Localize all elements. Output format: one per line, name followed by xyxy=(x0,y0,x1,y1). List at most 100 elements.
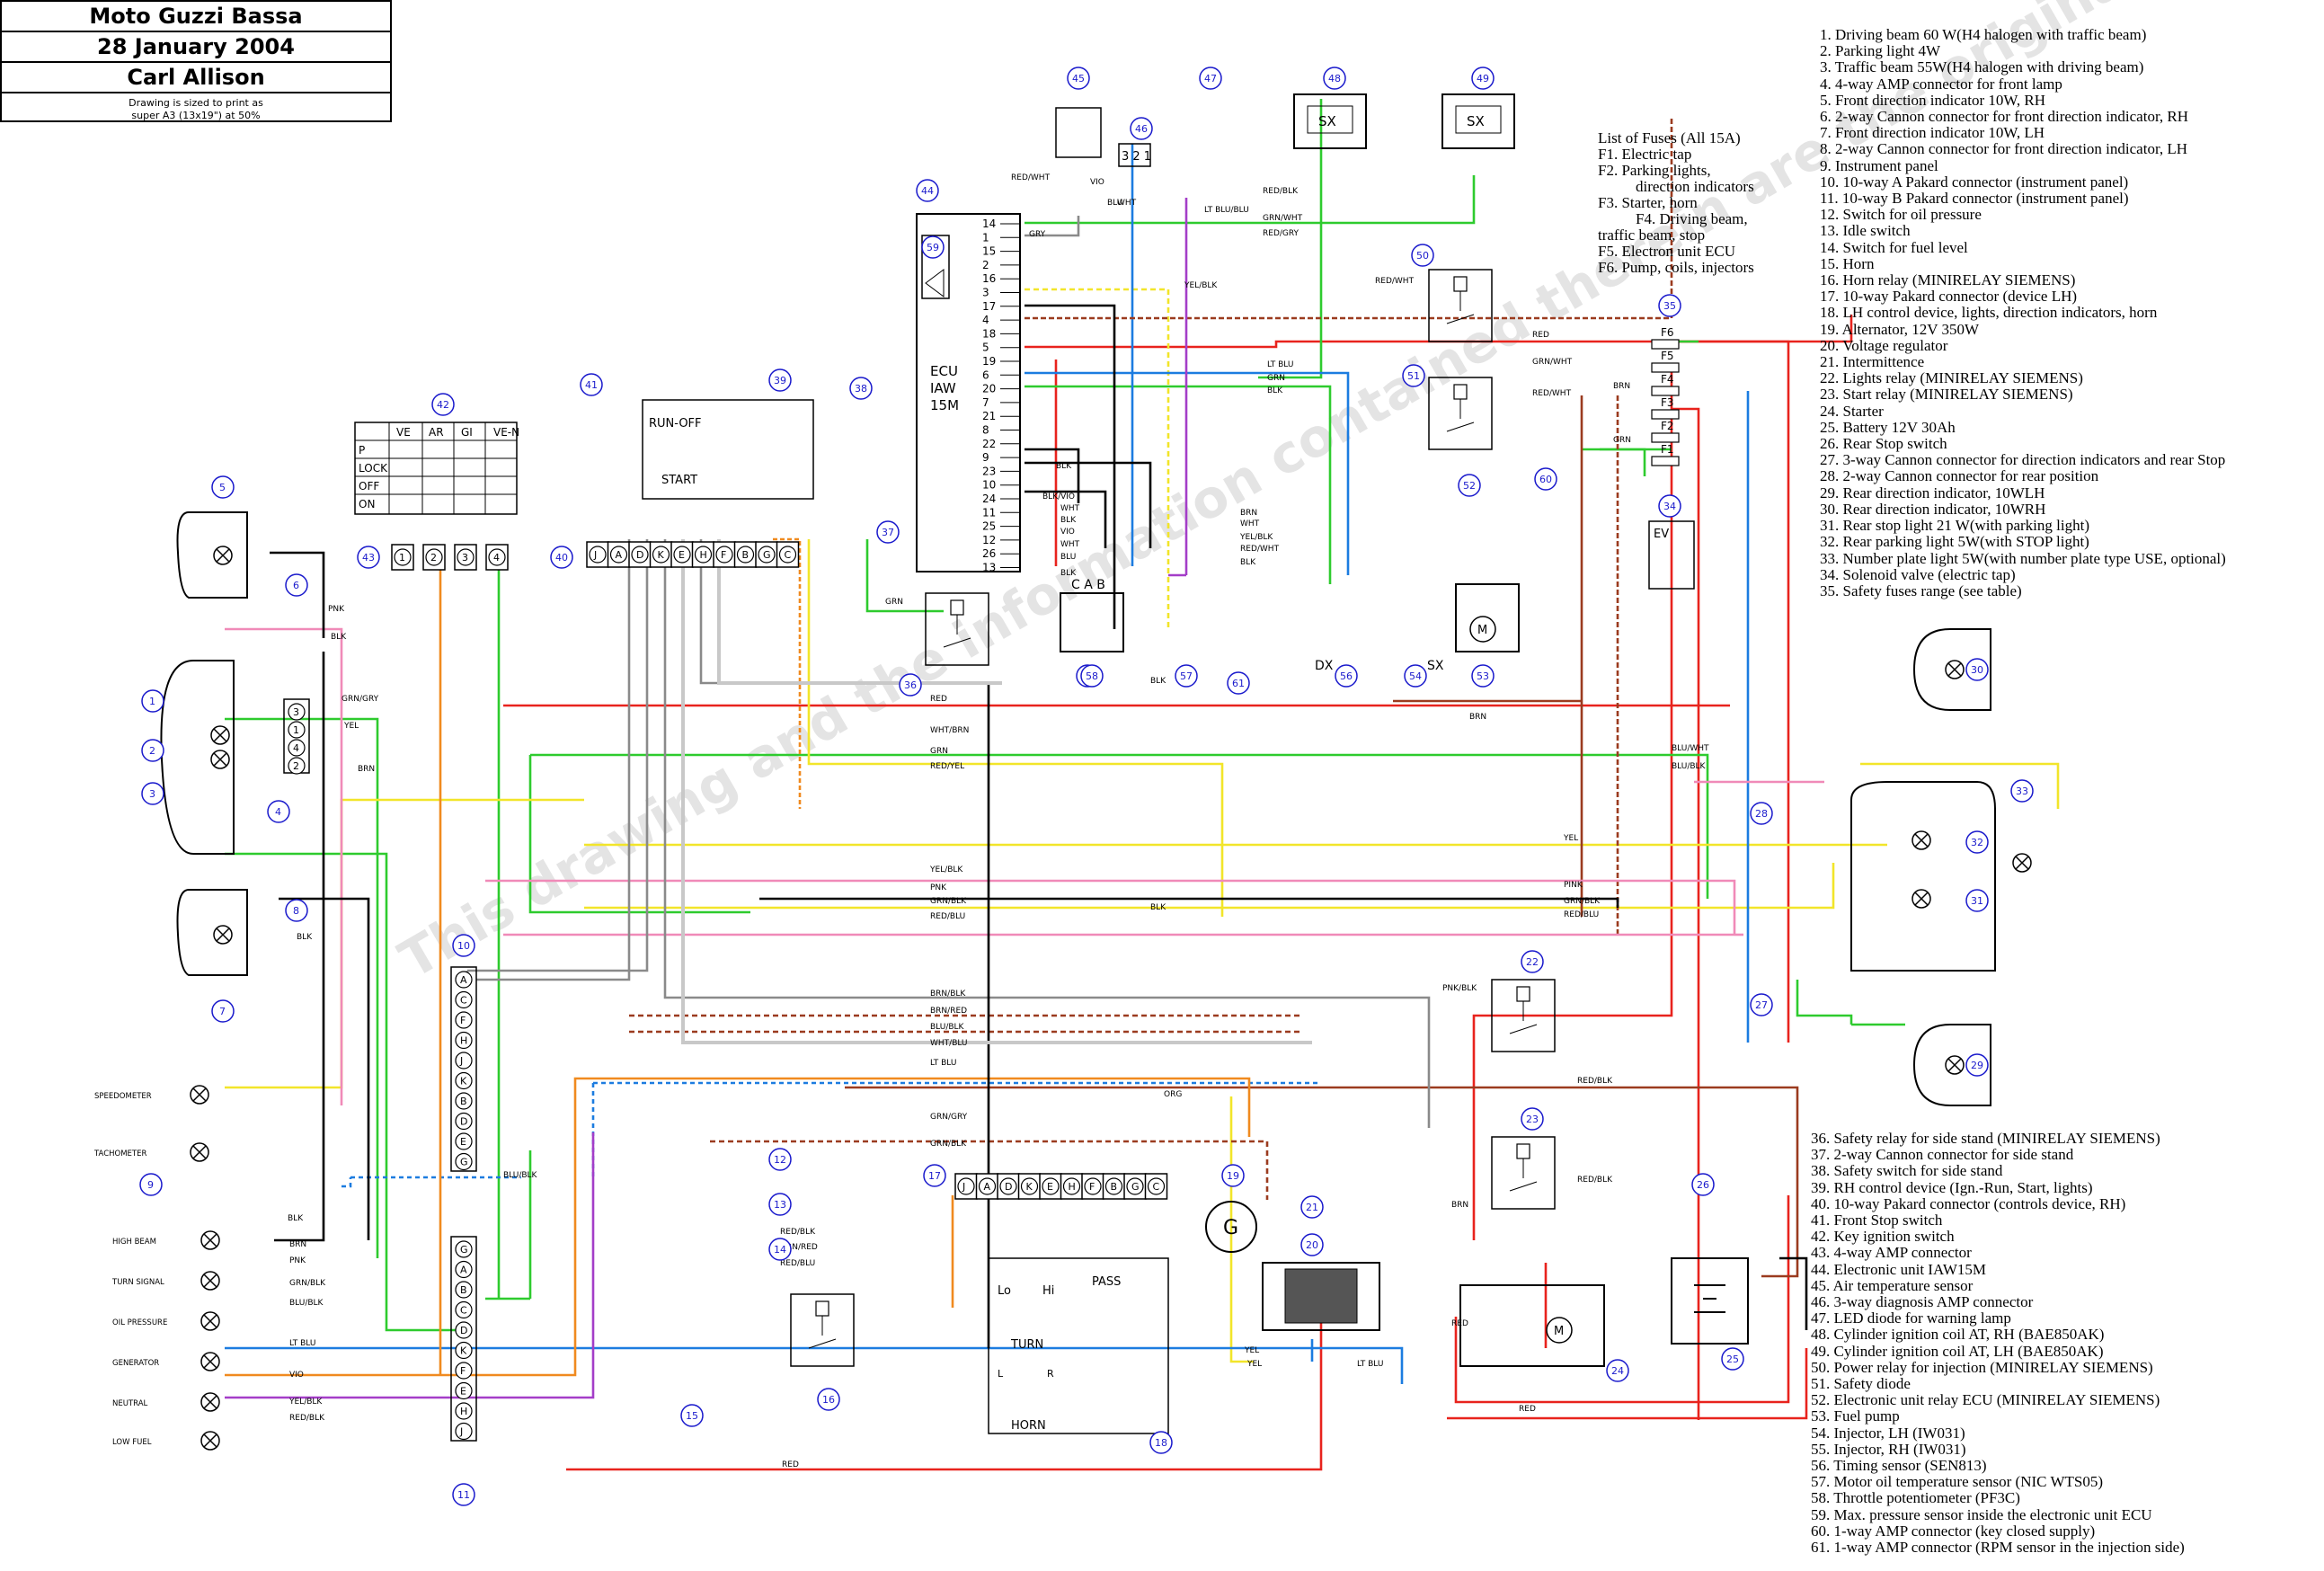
reference-number: 41 xyxy=(585,379,598,391)
legend-item: 4. 4-way AMP connector for front lamp xyxy=(1820,75,2062,93)
legend-item: 6. 2-way Cannon connector for front dire… xyxy=(1820,108,2189,126)
reference-circle xyxy=(141,739,164,762)
reference-number: 15 xyxy=(686,1410,698,1422)
ecu-pin-list: 1411521631741851962072182292310241125122… xyxy=(982,217,1020,574)
reference-number: 44 xyxy=(921,185,934,197)
rh-control-device-39: RUN-OFF START xyxy=(642,399,814,500)
reference-number: 17 xyxy=(928,1170,941,1182)
legend-item: 27. 3-way Cannon connector for direction… xyxy=(1820,451,2226,469)
wire-label: RED/BLU xyxy=(1564,910,1599,919)
legend-item: 5. Front direction indicator 10W, RH xyxy=(1820,91,2046,109)
wire-label: BLK xyxy=(1056,462,1072,471)
fuse-label: F4 xyxy=(1661,373,1674,386)
wire-label: GRN/BLK xyxy=(930,1140,967,1149)
reference-number: 46 xyxy=(1135,123,1148,135)
reference-number: 45 xyxy=(1072,73,1085,84)
legend-item: 13. Idle switch xyxy=(1820,222,1911,240)
wire-label: BLK xyxy=(1240,558,1256,567)
connector-pin xyxy=(455,1281,473,1299)
injector-dx-label: DX xyxy=(1315,659,1334,673)
reference-number: 51 xyxy=(1407,370,1420,382)
wire-label: GRN/BLK xyxy=(289,1279,326,1288)
connector-pin-label: H xyxy=(460,1035,467,1047)
reference-number: 60 xyxy=(1539,474,1552,485)
wire-label: RED/WHT xyxy=(1532,389,1572,398)
wire-label: LT BLU/BLU xyxy=(1204,206,1249,215)
ecu-pin-label: 18 xyxy=(982,327,996,340)
reference-circle xyxy=(768,1148,792,1171)
reference-number: 47 xyxy=(1204,73,1217,84)
reference-number: 8 xyxy=(293,905,299,917)
ignition-column-label: GI xyxy=(461,426,473,439)
wire-label: GRY xyxy=(1029,230,1046,239)
connector-pin xyxy=(455,1381,473,1400)
reference-number: 38 xyxy=(855,383,867,395)
wire-label: WHT xyxy=(1060,504,1080,513)
connector-pin-label: A xyxy=(460,974,467,986)
wire-label: YEL/BLK xyxy=(1239,533,1273,542)
fuse-list: List of Fuses (All 15A) F1. Electric tap… xyxy=(1598,130,1805,276)
reference-circle xyxy=(211,999,235,1023)
connector-pin-label: A xyxy=(460,1265,467,1276)
connector-pin xyxy=(1042,1177,1060,1195)
reference-number: 6 xyxy=(293,580,299,591)
connector-pin xyxy=(1084,1177,1102,1195)
reference-number: 39 xyxy=(774,375,786,386)
ecu-box xyxy=(916,213,1021,572)
horn-label: HORN xyxy=(1011,1419,1046,1433)
wire-label: RED/WHT xyxy=(1011,173,1051,182)
wire-label: GRN/GRY xyxy=(342,695,379,704)
ecu-label-1: ECU xyxy=(930,363,958,379)
legend-item: 34. Solenoid valve (electric tap) xyxy=(1820,565,2016,583)
reference-circle xyxy=(1965,830,1989,854)
ignition-column-label: AR xyxy=(429,426,444,439)
wire-label: BRN xyxy=(1469,713,1486,722)
fuse-body xyxy=(1651,432,1680,443)
ecu-pin-label: 14 xyxy=(982,217,996,230)
reference-circle xyxy=(357,546,380,569)
legend-item: 31. Rear stop light 21 W(with parking li… xyxy=(1820,517,2089,535)
fuel-pump-label: M xyxy=(1477,624,1487,637)
reference-number: 34 xyxy=(1663,501,1676,512)
connector-pin xyxy=(455,1300,473,1319)
wire-label: PINK xyxy=(1564,881,1583,890)
battery-25 xyxy=(1671,1257,1749,1345)
reference-circle xyxy=(1721,1347,1744,1371)
fuse-label: F2 xyxy=(1661,420,1674,432)
wire-label: BLU/BLK xyxy=(930,1023,965,1032)
connector-pin xyxy=(455,1341,473,1360)
connector-pin xyxy=(455,1321,473,1339)
connector-pin-label: D xyxy=(460,1116,467,1128)
ecu-pin-label: 4 xyxy=(982,314,989,326)
ecu-pin-label: 25 xyxy=(982,520,996,533)
legend-item: 24. Starter xyxy=(1820,402,1884,420)
reference-number: 3 xyxy=(149,788,155,800)
ecu-pin-label: 22 xyxy=(982,438,996,450)
connector-pin-label: 1 xyxy=(293,724,299,736)
legend-item: 60. 1-way AMP connector (key closed supp… xyxy=(1811,1522,2096,1540)
fuse-body xyxy=(1651,339,1680,350)
connector-pin-label: H xyxy=(460,1406,467,1417)
wire-label: GRN xyxy=(1613,436,1631,445)
component-legend-bottom: 36. Safety relay for side stand (MINIREL… xyxy=(1811,1130,2314,1556)
wire-label: WHT xyxy=(1117,199,1137,208)
connector-pin-label: 1 xyxy=(399,552,405,564)
legend-item: 40. 10-way Pakard connector (controls de… xyxy=(1811,1194,2126,1212)
reference-circle xyxy=(849,377,873,400)
fuse-item: F4. Driving beam, xyxy=(1636,210,1748,227)
throttle-potentiometer-58: C A B xyxy=(1060,578,1124,652)
reference-circle xyxy=(141,689,164,713)
alternator-label: G xyxy=(1223,1217,1238,1239)
reference-circle xyxy=(768,1238,792,1261)
fuse-body xyxy=(1651,362,1680,373)
connector-pin xyxy=(394,548,412,566)
wire-label: VIO xyxy=(289,1371,304,1380)
instrument-lamp xyxy=(190,1142,209,1162)
wire-label: BLK xyxy=(1060,569,1077,578)
wire-label: YEL xyxy=(343,722,359,731)
wire-label: GRN/WHT xyxy=(1532,358,1573,367)
connector-pin-label: 4 xyxy=(493,552,500,564)
wire-label: RED xyxy=(930,695,947,704)
